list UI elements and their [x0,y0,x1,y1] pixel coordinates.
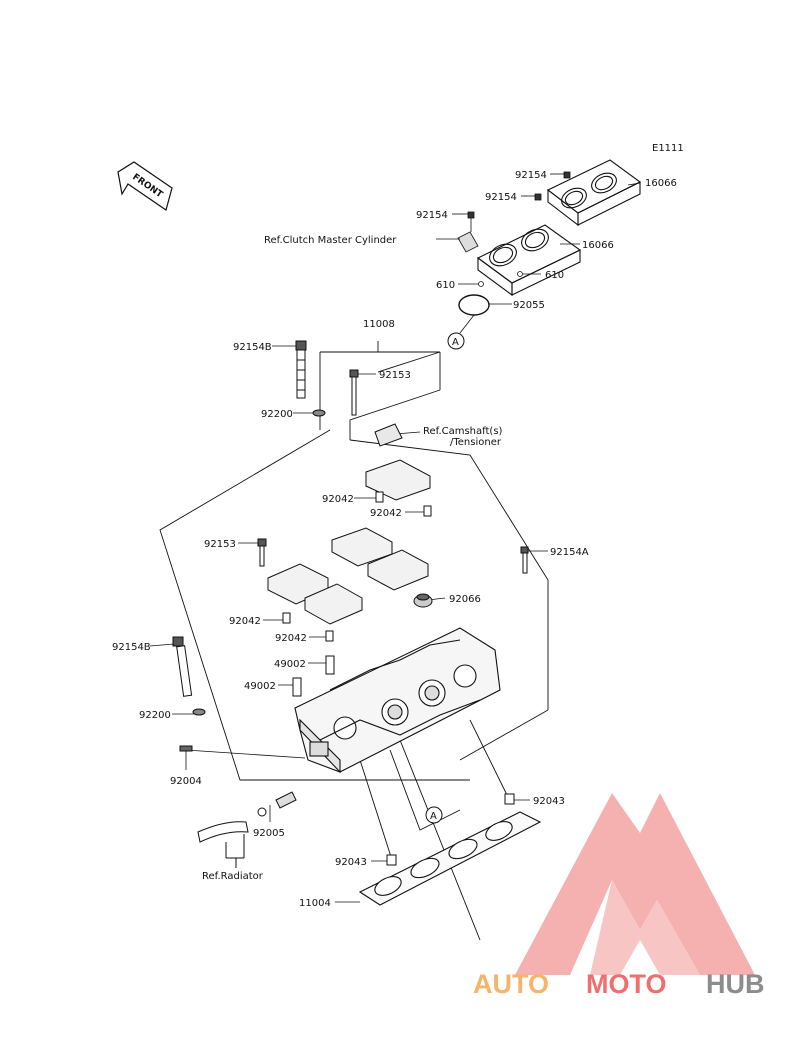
marker-a-lower: A [430,811,437,822]
diagram-code: E1111 [652,143,684,154]
label-92153-top: 92153 [379,370,411,381]
front-arrow-icon: FRONT [117,161,173,211]
bolt-92153-top [349,369,359,416]
label-92043-left: 92043 [335,857,367,868]
label-92154-mid: 92154 [485,192,517,203]
head-gasket-11004 [358,811,542,906]
label-92154-low: 92154 [416,210,448,221]
tensioner-bracket [374,423,403,447]
label-92042-b: 92042 [370,508,402,519]
assembly-outline [159,341,549,941]
label-92004: 92004 [170,776,202,787]
radiator-hose [197,821,249,868]
label-92043-right: 92043 [533,796,565,807]
label-92055: 92055 [513,300,545,311]
watermark-part3: HUB [706,969,765,999]
dowel-pins [282,491,515,866]
ref-camshaft-line1: Ref.Camshaft(s) [423,426,503,437]
label-92154b-top: 92154B [233,342,272,353]
fitting-92005 [257,791,297,817]
marker-a-top: A [452,337,459,348]
insulator-lower [476,224,582,297]
ref-camshaft-line2: /Tensioner [450,437,502,448]
stud-92004 [179,745,193,752]
label-610-left: 610 [436,280,455,291]
label-49002-a: 49002 [274,659,306,670]
bolt-icons-top [457,171,571,287]
label-92200-low: 92200 [139,710,171,721]
label-610-right: 610 [545,270,564,281]
ref-clutch-master-cylinder: Ref.Clutch Master Cylinder [264,235,397,246]
label-16066-top: 16066 [645,178,677,189]
o-ring-92055 [458,294,490,316]
label-92200-top: 92200 [261,409,293,420]
camshaft-caps [267,459,431,625]
bolt-92153-mid [257,538,267,567]
watermark-part1: AUTO [473,969,549,999]
label-92042-c: 92042 [229,616,261,627]
leader-lines-top [436,173,641,334]
label-11008: 11008 [363,319,395,330]
cylinder-head [294,627,501,774]
watermark-logo-icon [515,793,755,975]
label-92066: 92066 [449,594,481,605]
bolt-92154a [520,546,529,574]
insulator-upper [546,159,642,227]
label-49002-b: 49002 [244,681,276,692]
label-16066-low: 16066 [582,240,614,251]
ref-radiator: Ref.Radiator [202,871,264,882]
label-92154b-low: 92154B [112,642,151,653]
leader-lines-mid [149,345,548,903]
label-92042-a: 92042 [322,494,354,505]
label-92154a: 92154A [550,547,589,558]
head-bolt-92154b-low [172,636,206,716]
watermark-part2: MOTO [586,969,667,999]
label-92154-top: 92154 [515,170,547,181]
label-92005: 92005 [253,828,285,839]
watermark-text: AUTO MOTO HUB [473,969,765,999]
oil-plug-92066 [413,593,433,608]
label-92042-d: 92042 [275,633,307,644]
label-11004: 11004 [299,898,331,909]
label-92153-mid: 92153 [204,539,236,550]
